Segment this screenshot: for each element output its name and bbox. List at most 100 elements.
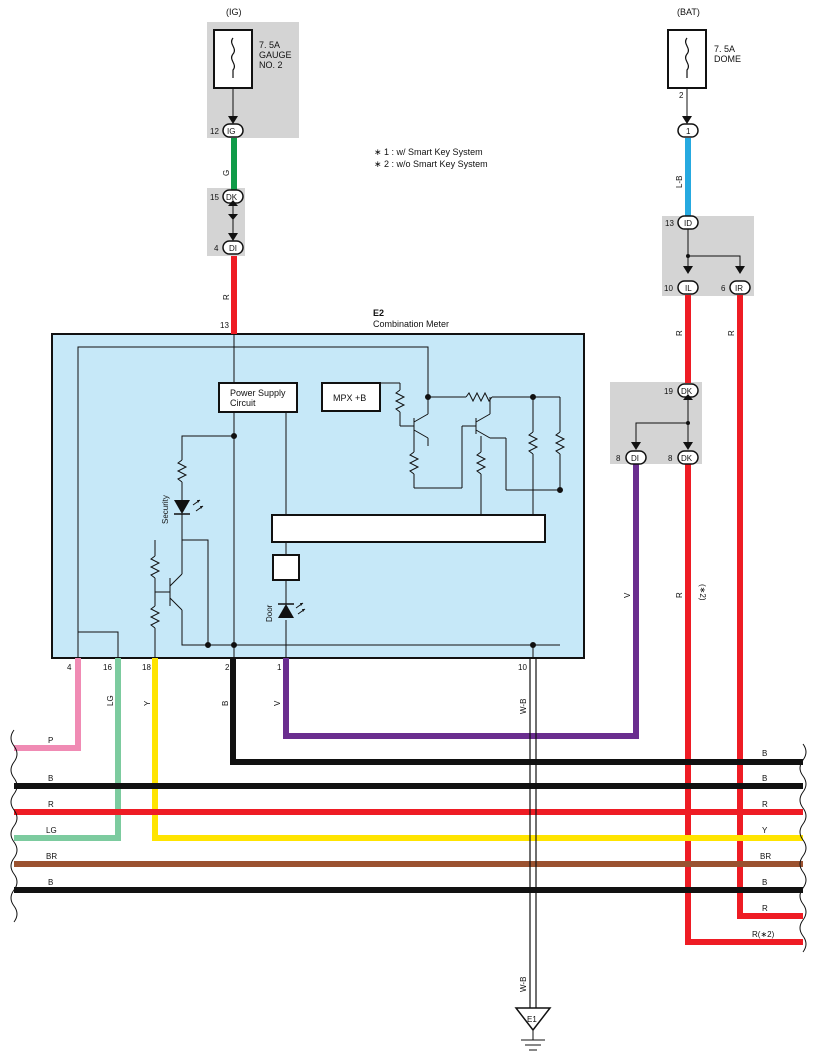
bat-fuse: 7. 5A DOME: [667, 29, 741, 118]
wire-label-r-dk: R: [675, 592, 684, 598]
wire-label-wb2: W-B: [519, 977, 528, 992]
note-2: ∗ 2 : w/o Smart Key System: [374, 159, 488, 169]
meter-pin-2: 2: [225, 663, 230, 672]
bus-right-r-ir: R: [762, 904, 768, 913]
connector-id-label: ID: [684, 219, 692, 228]
bus-right-b2: B: [762, 878, 767, 887]
door-label: Door: [265, 604, 274, 622]
bus-left-p: P: [48, 736, 53, 745]
mpx-box: [321, 382, 381, 412]
mpx-label: MPX +B: [333, 393, 366, 403]
wire-lg: [14, 658, 121, 841]
bat-fuse-line2: DOME: [714, 54, 741, 64]
connector-dk-top-label: DK: [226, 193, 238, 202]
wires: [14, 138, 803, 1008]
meter-code: E2: [373, 308, 384, 318]
door-led-icon: [278, 602, 306, 618]
wire-label-lb: L-B: [675, 176, 684, 188]
bus-right-y: Y: [762, 826, 768, 835]
connector-bat-1: [677, 123, 699, 138]
bus-left-r: R: [48, 800, 54, 809]
bus-left-b2: B: [48, 878, 53, 887]
power-supply-line2: Circuit: [230, 398, 256, 408]
meter-bus-bar: [271, 514, 546, 543]
power-supply-line1: Power Supply: [230, 388, 286, 398]
connector-di-top-label: DI: [229, 244, 237, 253]
meter-internal-circuit: [77, 334, 566, 658]
connector-ig: [222, 123, 244, 138]
bus-left-br: BR: [46, 852, 57, 861]
connector-ir-pin: 6: [721, 284, 726, 293]
bat-source-label: (BAT): [677, 7, 700, 17]
ground-icon: [514, 1007, 552, 1051]
bus-brackets: [10, 729, 807, 953]
wire-b-pin2: [230, 658, 803, 765]
meter-pin-10: 10: [518, 663, 527, 672]
connector-dk-right2-pin: 8: [668, 454, 673, 463]
wire-label-lg: LG: [106, 695, 115, 706]
note-1: ∗ 1 : w/ Smart Key System: [374, 147, 483, 157]
connector-ig-pin: 12: [210, 127, 219, 136]
wire-label-v: V: [273, 700, 282, 706]
bus-left-b1: B: [48, 774, 53, 783]
wire-label-r-top: R: [222, 294, 231, 300]
bus-right-r2: R(∗2): [752, 930, 775, 939]
bus-right-b1: B: [762, 774, 767, 783]
wire-v: [283, 463, 639, 739]
bat-pin-2: 2: [679, 91, 684, 100]
connector-dk-right-label: DK: [681, 387, 693, 396]
ig-fuse-line1: 7. 5A: [259, 40, 280, 50]
power-supply-circuit-box: [218, 382, 298, 413]
connector-di-right-pin: 8: [616, 454, 621, 463]
connector-dk-top-pin: 15: [210, 193, 219, 202]
meter-name: Combination Meter: [373, 319, 449, 329]
connector-di-top: [222, 240, 244, 255]
bus-right-r: R: [762, 800, 768, 809]
combination-meter-box: [51, 333, 585, 659]
connector-il-pin: 10: [664, 284, 673, 293]
connector-di-right: [625, 450, 647, 465]
wire-label-r2-note: (∗2): [698, 584, 707, 601]
bus-labels: P B B B R R LG Y BR BR B B R R(∗2): [46, 736, 775, 939]
wire-r-ir: [737, 295, 803, 919]
connector-dk-right-pin: 19: [664, 387, 673, 396]
wire-label-r-il: R: [675, 330, 684, 336]
bus-right-b-pin2: B: [762, 749, 767, 758]
meter-top-pin: 13: [220, 321, 229, 330]
ig-fuse: 7. 5A GAUGE NO. 2: [213, 29, 292, 118]
bus-left-lg: LG: [46, 826, 57, 835]
connector-id-pin: 13: [665, 219, 674, 228]
meter-pin-18: 18: [142, 663, 151, 672]
door-driver-box: [272, 554, 300, 581]
ig-fuse-line2: GAUGE: [259, 50, 292, 60]
connector-il-label: IL: [685, 284, 692, 293]
connector-dk-right2-label: DK: [681, 454, 693, 463]
wire-r-dk: [685, 463, 803, 945]
ground-label: E1: [527, 1015, 537, 1024]
wire-y: [152, 658, 803, 841]
security-label: Security: [161, 495, 170, 524]
connector-bat-1-label: 1: [686, 127, 691, 136]
connector-ig-label: IG: [227, 127, 235, 136]
connector-ir-label: IR: [735, 284, 743, 293]
wire-labels: G R L-B R R V R (∗2) LG Y B V W-B W-B: [106, 170, 736, 992]
wire-p: [14, 658, 81, 751]
ig-fuse-line3: NO. 2: [259, 60, 283, 70]
connector-ir: [729, 280, 751, 295]
connector-di-top-pin: 4: [214, 244, 219, 253]
wire-label-b: B: [221, 701, 230, 706]
meter-pin-1: 1: [277, 663, 282, 672]
wire-label-wb: W-B: [519, 699, 528, 714]
wire-label-y: Y: [143, 700, 152, 706]
connectors: IG 12 DK 15 DI 4 1 ID 13 IL 10 IR 6: [210, 116, 751, 465]
wire-label-g: G: [222, 170, 231, 176]
connector-di-right-label: DI: [631, 454, 639, 463]
wire-label-v-right: V: [623, 592, 632, 598]
meter-pin-4: 4: [67, 663, 72, 672]
ig-source-label: (IG): [226, 7, 242, 17]
wire-label-r-ir: R: [727, 330, 736, 336]
bus-right-br: BR: [760, 852, 771, 861]
connector-il: [677, 280, 699, 295]
